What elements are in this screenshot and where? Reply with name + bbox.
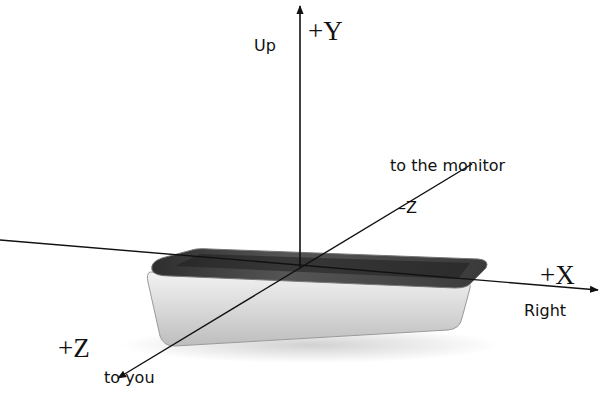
axis-label: to the monitor — [390, 158, 505, 174]
axis-label: Right — [524, 303, 566, 319]
axis-label: to you — [104, 370, 155, 386]
axis-name: +Z — [58, 335, 90, 362]
axis-name: +Y — [308, 18, 343, 45]
y-axis — [299, 6, 301, 268]
axis-name: –Z — [398, 200, 417, 216]
x-axis — [0, 240, 598, 290]
axis-label: Up — [254, 38, 276, 54]
z-axis — [118, 164, 472, 378]
axis-name: +X — [540, 262, 575, 289]
